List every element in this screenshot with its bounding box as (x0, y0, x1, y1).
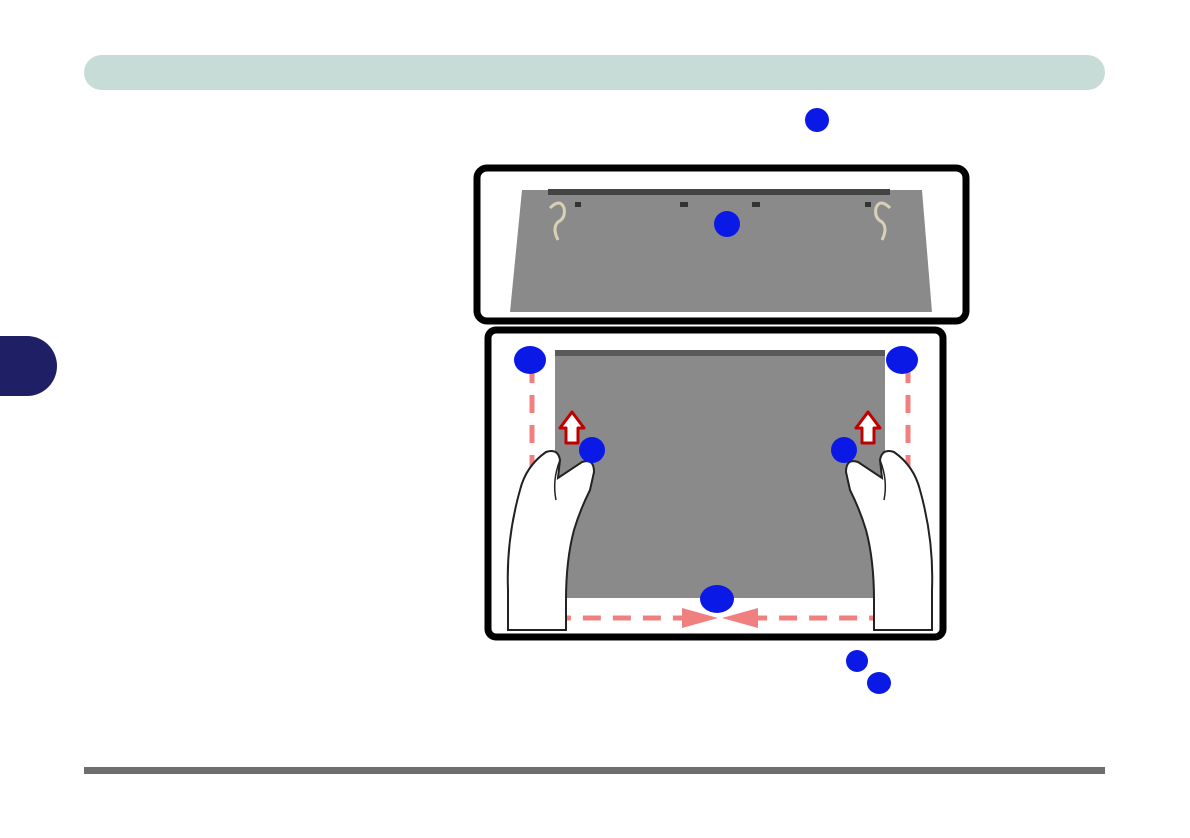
top-view-cover (510, 190, 932, 312)
header-bar (84, 55, 1105, 90)
top-view-latch-2 (680, 202, 688, 207)
callout-marker-top (805, 108, 829, 132)
callout-marker-hand-left (579, 437, 605, 463)
cover-removal-figure (470, 160, 980, 650)
callout-marker-corner-right (886, 346, 918, 374)
callout-marker-step-b (867, 672, 891, 694)
bottom-view-cover (555, 350, 885, 598)
callout-marker-hand-right (831, 437, 857, 463)
bottom-view-cover-edge (555, 350, 885, 356)
top-view-latch-3 (752, 202, 760, 207)
callout-marker-bottom-center (700, 585, 734, 613)
callout-marker-corner-left (514, 346, 546, 374)
footer-rule (84, 767, 1105, 774)
callout-marker-step-a (846, 650, 868, 672)
chapter-tab (0, 336, 57, 396)
top-view-latch-4 (865, 202, 871, 207)
callout-marker-top-panel (714, 211, 740, 237)
top-view-edge (548, 189, 890, 195)
cover-removal-diagram (470, 160, 980, 650)
top-view-latch-1 (575, 202, 581, 207)
